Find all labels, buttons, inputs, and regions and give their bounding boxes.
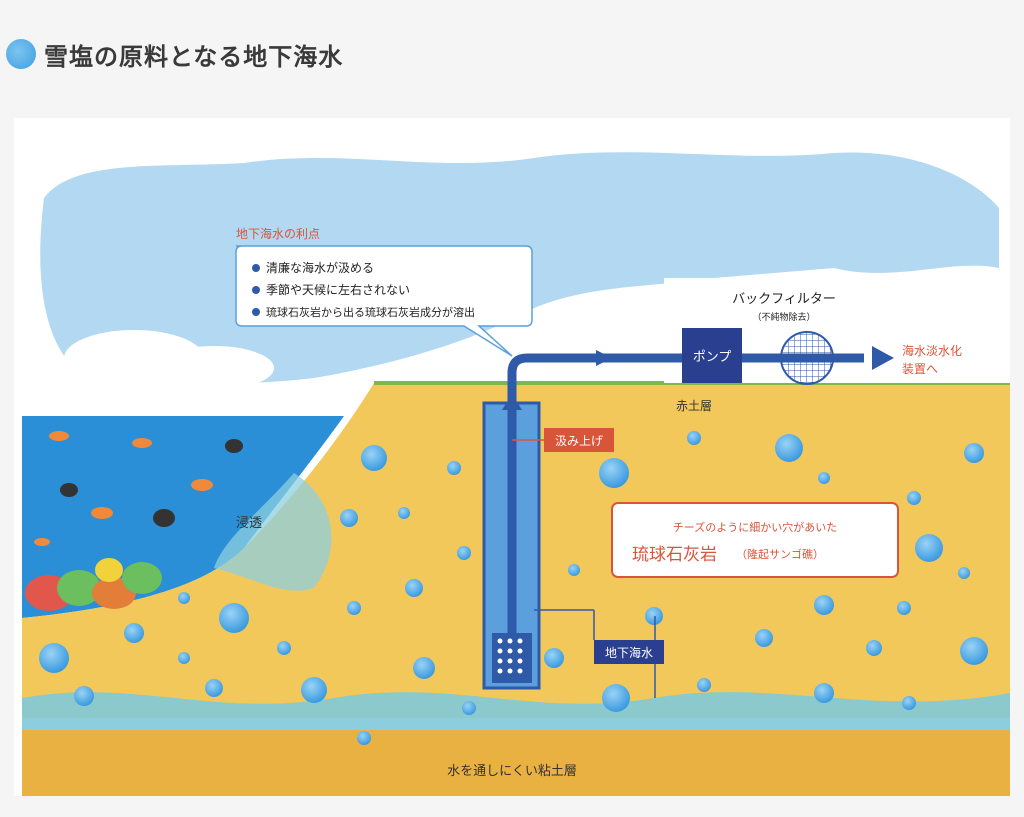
benefits-heading: 地下海水の利点: [236, 226, 320, 241]
seepage-flow: [214, 473, 332, 591]
well-screen-holes: [497, 638, 523, 674]
pump-box: [682, 328, 742, 383]
to-desal-line2: 装置へ: [902, 362, 938, 376]
diagram-panel: ポンプ バックフィルター （不純物除去） 海水淡水化 装置へ 赤土層 地下海水の…: [14, 118, 1010, 796]
groundwater-label: 地下海水: [605, 645, 653, 660]
fish-group: [34, 431, 243, 546]
coral-reef: [25, 558, 162, 611]
clay-layer: [22, 730, 1010, 796]
pump-label: ポンプ: [693, 350, 732, 365]
limestone-holes: [39, 431, 988, 745]
red-soil-label: 赤土層: [676, 399, 712, 413]
benefits-bubble: [235, 245, 533, 357]
bullet-dot-icon: [6, 39, 36, 69]
pump-up-tag: [544, 428, 614, 452]
pipe: [507, 353, 864, 633]
limestone-sub: （隆起サンゴ礁）: [736, 547, 824, 561]
seepage-label: 浸透: [236, 516, 262, 531]
page-heading: 雪塩の原料となる地下海水: [6, 36, 343, 72]
pipe-arrow-up: [502, 394, 522, 410]
output-arrow-icon: [872, 346, 894, 370]
to-desal-line1: 海水淡水化: [902, 343, 962, 358]
limestone-name: 琉球石灰岩: [632, 545, 717, 565]
benefit-item-3: 琉球石灰岩から出る琉球石灰岩成分が溶出: [266, 305, 475, 319]
back-filter-label: バックフィルター: [732, 292, 836, 307]
groundwater-tag: [594, 640, 664, 664]
back-filter-note: （不純物除去）: [752, 311, 815, 323]
pump-up-label: 汲み上げ: [555, 434, 603, 448]
benefit-item-1: 清廉な海水が汲める: [266, 260, 374, 275]
clay-layer-label: 水を通しにくい粘土層: [447, 764, 577, 779]
benefit-item-2: 季節や天候に左右されない: [266, 282, 410, 297]
pipe-arrow-right: [596, 350, 612, 366]
limestone-desc: チーズのように細かい穴があいた: [673, 520, 837, 534]
back-filter-icon: [780, 331, 834, 385]
limestone-callout: [611, 502, 899, 578]
groundwater-band: [22, 692, 1010, 733]
groundwater-diagram: ポンプ バックフィルター （不純物除去） 海水淡水化 装置へ 赤土層 地下海水の…: [22, 152, 1010, 796]
page-title: 雪塩の原料となる地下海水: [44, 42, 344, 71]
